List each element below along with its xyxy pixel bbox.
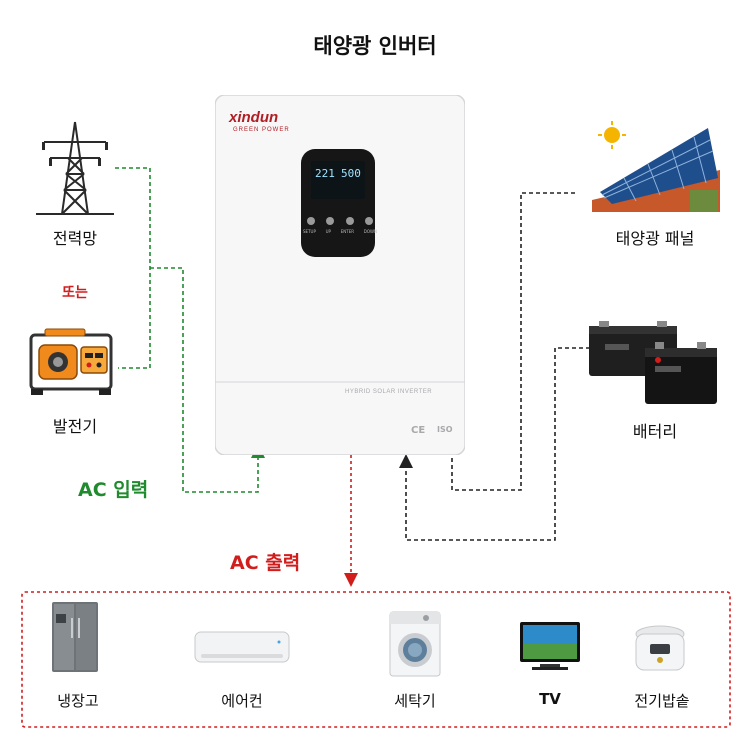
refrigerator-icon <box>50 600 105 675</box>
appliance-label: 에어컨 <box>221 692 263 710</box>
diagram-title: 태양광 인버터 <box>313 34 437 58</box>
display-left-value: 221 <box>315 167 335 180</box>
ac-output-arrow <box>344 573 358 587</box>
inverter-model-text: HYBRID SOLAR INVERTER <box>345 389 433 395</box>
inverter-brand: xindun <box>229 109 279 126</box>
down-button[interactable] <box>364 217 373 225</box>
ce-mark: CE <box>411 425 426 436</box>
battery-dc-line <box>405 347 590 541</box>
solar-inverter: xindun GREEN POWER 221 500 SETUP UP ENTE… <box>214 73 500 456</box>
appliance-label: 냉장고 <box>57 692 99 710</box>
inverter-brand-sub: GREEN POWER <box>233 127 290 133</box>
or-label: 또는 <box>62 285 88 301</box>
battery-arrow <box>399 454 413 468</box>
ac-input-line <box>115 167 259 493</box>
solar-dc-line <box>451 192 575 491</box>
battery-label: 배터리 <box>632 422 678 441</box>
grid-label: 전력망 <box>52 229 98 248</box>
button-label: DOWN <box>363 229 377 234</box>
power-tower-icon <box>30 118 120 218</box>
solar-panel-icon <box>590 120 720 215</box>
button-label: SETUP <box>303 229 316 234</box>
generator-label: 발전기 <box>52 417 98 436</box>
ac-input-label: AC 입력 <box>78 479 149 501</box>
iso-mark: ISO <box>437 425 453 434</box>
setup-button[interactable] <box>307 217 315 225</box>
button-label: UP <box>325 229 331 234</box>
appliance-label: 전기밥솥 <box>634 692 690 710</box>
up-button[interactable] <box>326 217 335 225</box>
air-conditioner-icon <box>193 630 293 670</box>
button-labels: SETUP UP ENTER DOWN <box>303 229 377 234</box>
generator-icon <box>25 325 120 400</box>
appliance-label: TV <box>539 690 561 708</box>
ac-output-line <box>21 455 731 728</box>
ac-output-label: AC 출력 <box>230 552 301 574</box>
appliance-label: 세탁기 <box>394 692 436 710</box>
battery-icon <box>585 318 725 408</box>
tv-icon <box>518 620 583 675</box>
display-right-value: 500 <box>341 167 361 180</box>
enter-button[interactable] <box>345 217 354 225</box>
rice-cooker-icon <box>630 622 690 677</box>
button-label: ENTER <box>340 229 355 234</box>
solar-panel-label: 태양광 패널 <box>615 229 695 248</box>
washing-machine-icon <box>388 610 443 678</box>
control-buttons <box>307 217 373 225</box>
